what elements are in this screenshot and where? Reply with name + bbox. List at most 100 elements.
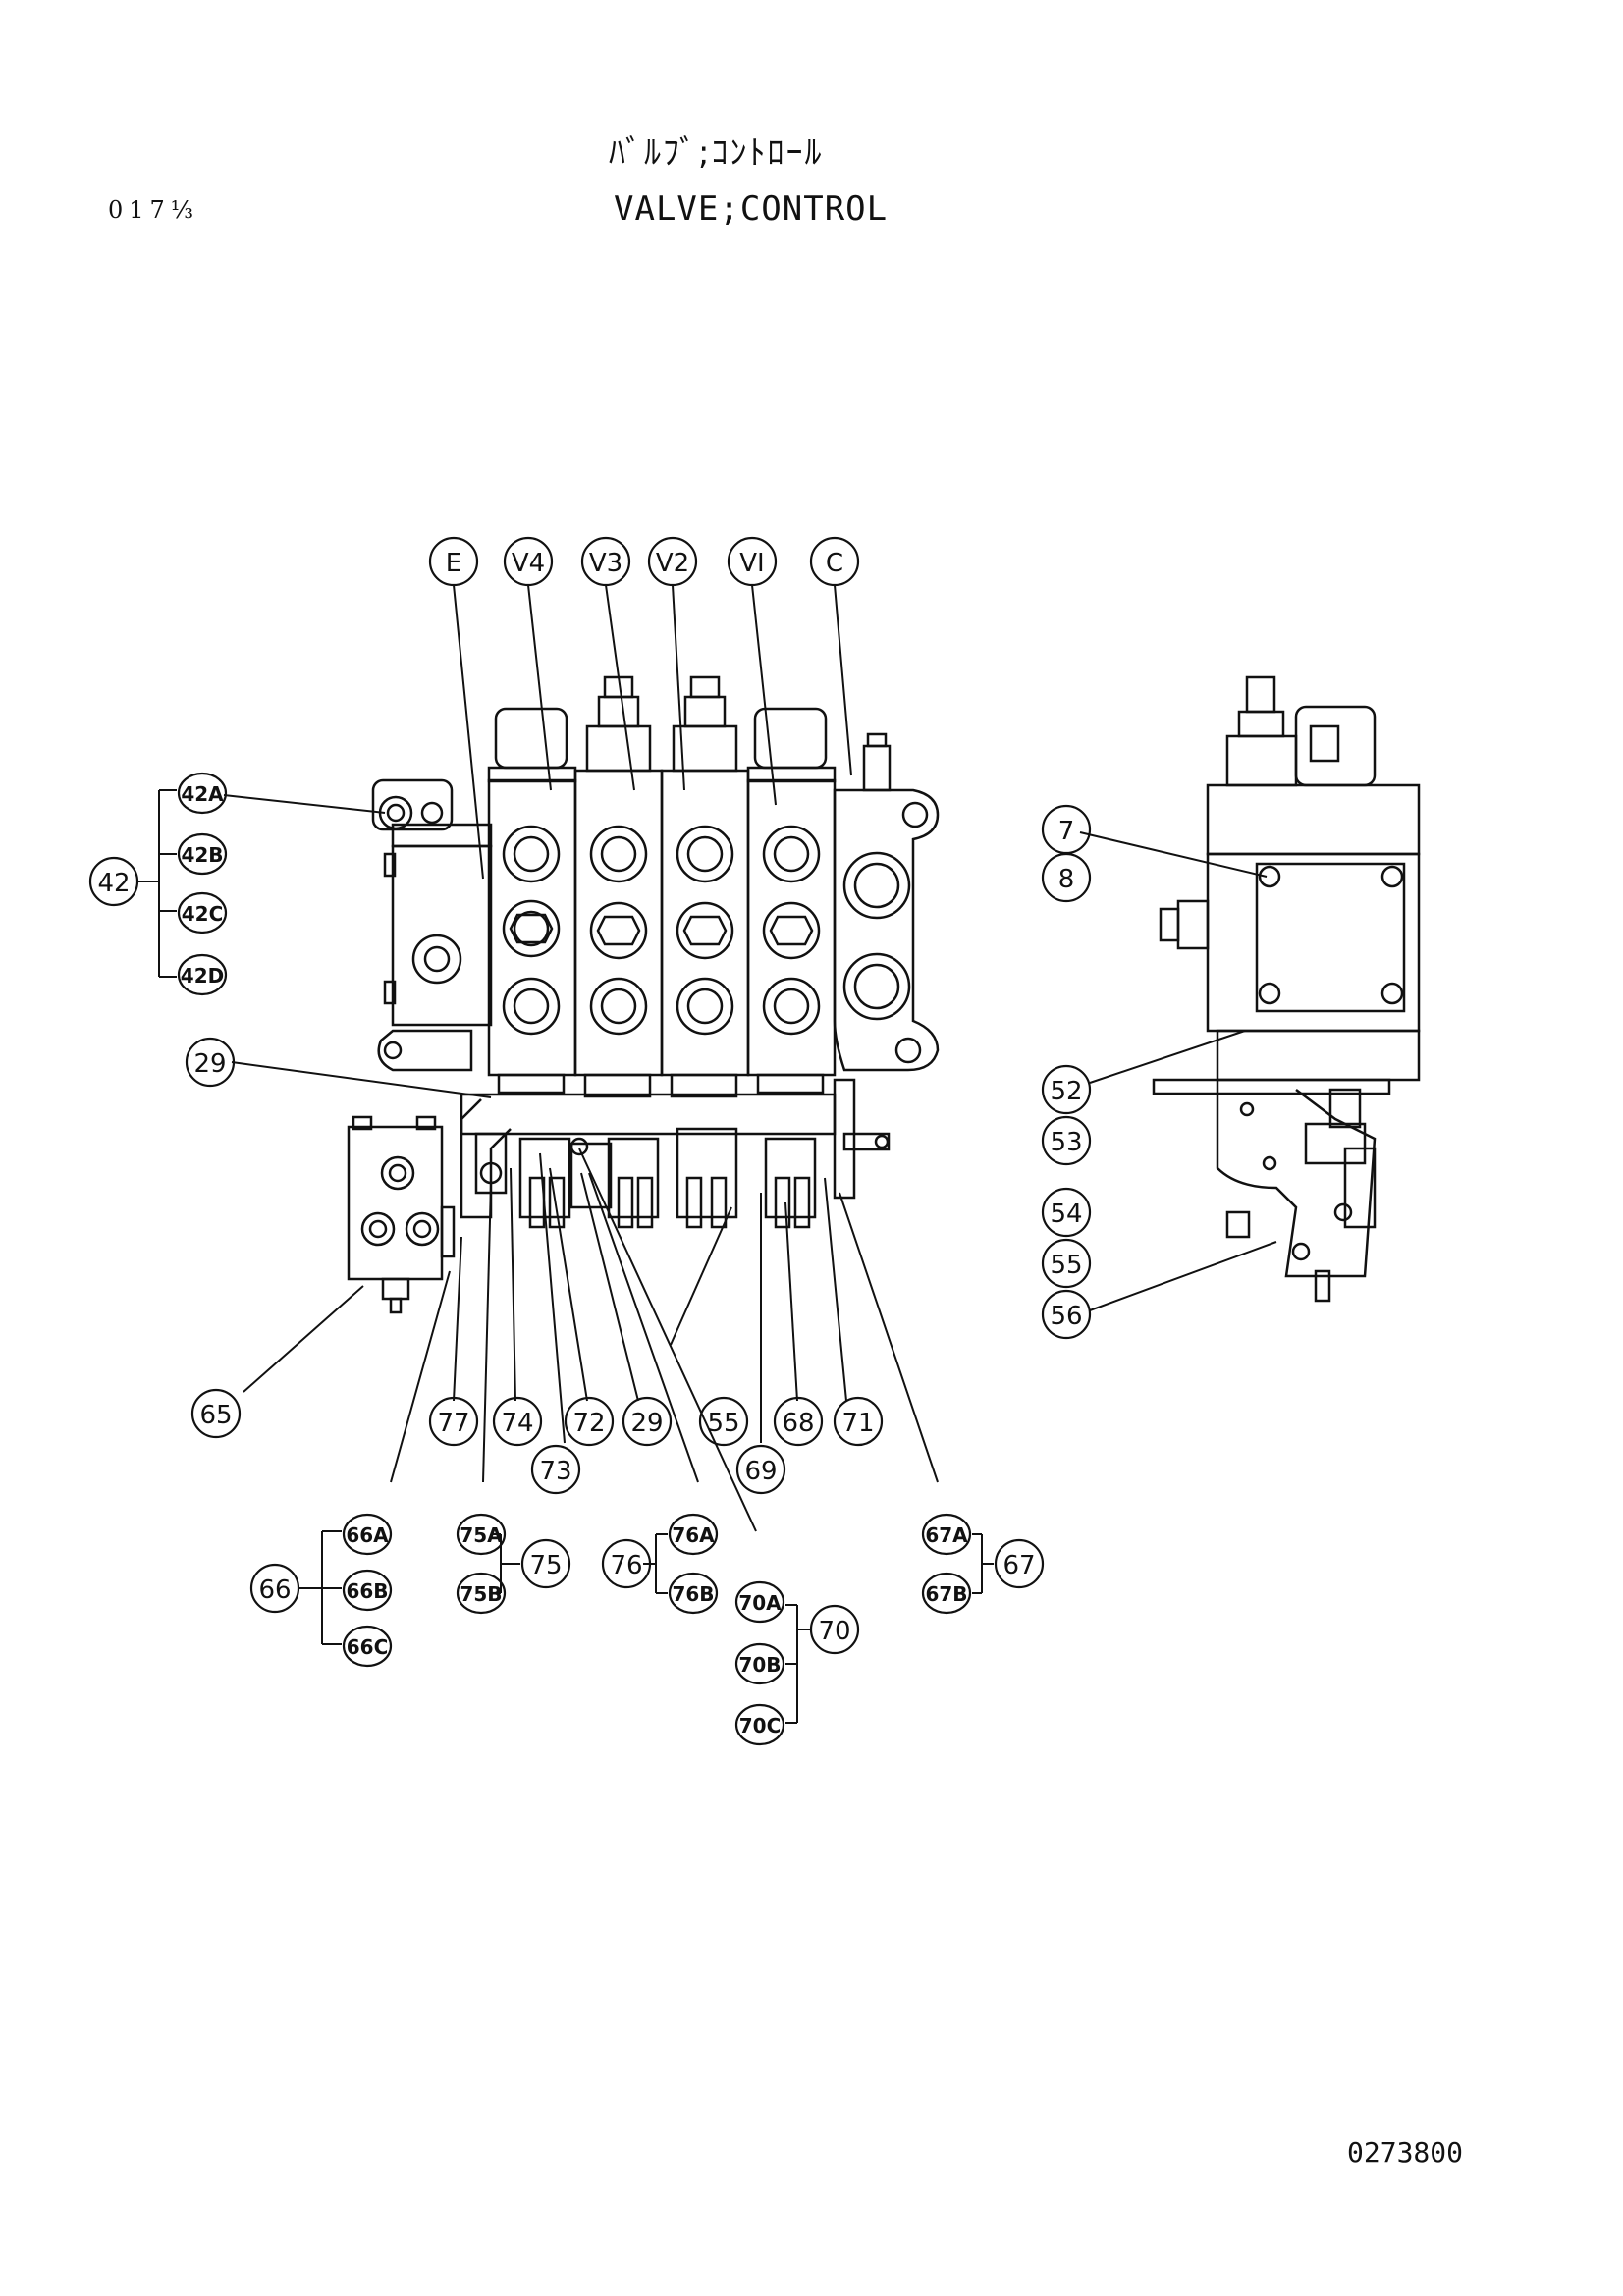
callout-label: 75 (529, 1551, 562, 1580)
side-view-assembly (1152, 675, 1421, 1303)
callout-label: 75A (460, 1523, 503, 1547)
callout-label: 71 (841, 1409, 874, 1438)
callout-label: 42C (182, 902, 224, 926)
callout-label: 55 (707, 1409, 739, 1438)
callout-label: 42B (181, 843, 223, 867)
callout-label: 76A (672, 1523, 715, 1547)
callout-label: 56 (1050, 1302, 1082, 1331)
callout-V2: V2 (647, 536, 698, 587)
callout-66A: 66A (342, 1513, 393, 1556)
callout-29-lower: 29 (622, 1396, 673, 1447)
callout-label: 7 (1058, 817, 1075, 846)
callout-8: 8 (1041, 852, 1092, 903)
callout-69: 69 (735, 1444, 786, 1495)
callout-label: 73 (539, 1457, 571, 1486)
callout-74: 74 (492, 1396, 543, 1447)
callout-66B: 66B (342, 1569, 393, 1612)
callout-label: 52 (1050, 1077, 1082, 1106)
callout-brackets (137, 789, 994, 1724)
callout-54: 54 (1041, 1187, 1092, 1238)
callout-70: 70 (809, 1604, 860, 1655)
main-valve-assembly (347, 675, 940, 1314)
callout-7: 7 (1041, 804, 1092, 855)
callout-label: 70A (738, 1591, 782, 1615)
leader-lines (223, 584, 1277, 1532)
callout-label: 65 (199, 1401, 232, 1430)
callout-label: 66A (346, 1523, 389, 1547)
callout-label: VI (739, 549, 764, 578)
callout-label: 53 (1050, 1128, 1082, 1157)
callout-70B: 70B (734, 1642, 785, 1685)
callout-75: 75 (520, 1538, 571, 1589)
callout-label: 67A (925, 1523, 968, 1547)
callout-29-upper: 29 (185, 1037, 236, 1088)
callout-70C: 70C (734, 1703, 785, 1746)
callout-67A: 67A (921, 1513, 972, 1556)
callout-label: 66C (347, 1635, 389, 1659)
callout-76B: 76B (668, 1572, 719, 1615)
callout-label: 75B (460, 1582, 502, 1606)
callout-68: 68 (773, 1396, 824, 1447)
callout-55-side: 55 (1041, 1238, 1092, 1289)
document-number: 0273800 (1347, 2136, 1464, 2168)
callout-76: 76 (601, 1538, 652, 1589)
callout-label: 77 (437, 1409, 469, 1438)
callout-E: E (428, 536, 479, 587)
callout-42: 42 (88, 856, 139, 907)
callout-label: 29 (630, 1409, 663, 1438)
callout-label: 8 (1058, 865, 1075, 894)
callout-label: 70B (738, 1653, 781, 1677)
title-japanese: ﾊﾞﾙﾌﾞ;ｺﾝﾄﾛｰﾙ (609, 133, 824, 173)
callout-67: 67 (994, 1538, 1045, 1589)
callout-label: 74 (501, 1409, 533, 1438)
callout-77: 77 (428, 1396, 479, 1447)
callout-72: 72 (564, 1396, 615, 1447)
callout-70A: 70A (734, 1580, 785, 1624)
callout-label: 42A (181, 782, 224, 806)
callout-V3: V3 (580, 536, 631, 587)
callout-label: 29 (193, 1049, 226, 1079)
callout-bubbles: E V4 V3 V2 VI C 42A 42B 42C 42D 42 29 7 … (88, 536, 1092, 1746)
callout-42B: 42B (177, 832, 228, 876)
callout-label: 72 (572, 1409, 605, 1438)
callout-label: V4 (512, 549, 545, 578)
callout-42C: 42C (177, 891, 228, 934)
callout-label: 70C (739, 1714, 782, 1737)
callout-label: 54 (1050, 1200, 1082, 1229)
callout-42A: 42A (177, 772, 228, 815)
callout-label: 76 (610, 1551, 642, 1580)
callout-label: 55 (1050, 1251, 1082, 1280)
callout-label: 67B (925, 1582, 967, 1606)
callout-75B: 75B (456, 1572, 507, 1615)
callout-label: 76B (672, 1582, 714, 1606)
callout-C: C (809, 536, 860, 587)
callout-66: 66 (249, 1563, 300, 1614)
callout-label: 70 (818, 1617, 850, 1646)
callout-label: 42D (181, 964, 224, 988)
callout-67B: 67B (921, 1572, 972, 1615)
callout-label: 66B (346, 1579, 388, 1603)
callout-55: 55 (698, 1396, 749, 1447)
callout-label: C (826, 549, 843, 578)
callout-65: 65 (190, 1388, 242, 1439)
callout-71: 71 (833, 1396, 884, 1447)
callout-76A: 76A (668, 1513, 719, 1556)
callout-73: 73 (530, 1444, 581, 1495)
callout-label: 68 (782, 1409, 814, 1438)
callout-label: 67 (1002, 1551, 1035, 1580)
callout-V4: V4 (503, 536, 554, 587)
callout-label: V3 (589, 549, 622, 578)
callout-label: 66 (258, 1575, 291, 1605)
page-reference: 017⅓ (108, 196, 200, 224)
callout-label: V2 (656, 549, 689, 578)
callout-75A: 75A (456, 1513, 507, 1556)
callout-66C: 66C (342, 1625, 393, 1668)
title-english: VALVE;CONTROL (614, 189, 889, 229)
callout-label: 42 (97, 869, 130, 898)
callout-label: 69 (744, 1457, 777, 1486)
callout-56: 56 (1041, 1289, 1092, 1340)
callout-V1: VI (727, 536, 778, 587)
callout-52: 52 (1041, 1064, 1092, 1115)
callout-label: E (446, 549, 461, 578)
